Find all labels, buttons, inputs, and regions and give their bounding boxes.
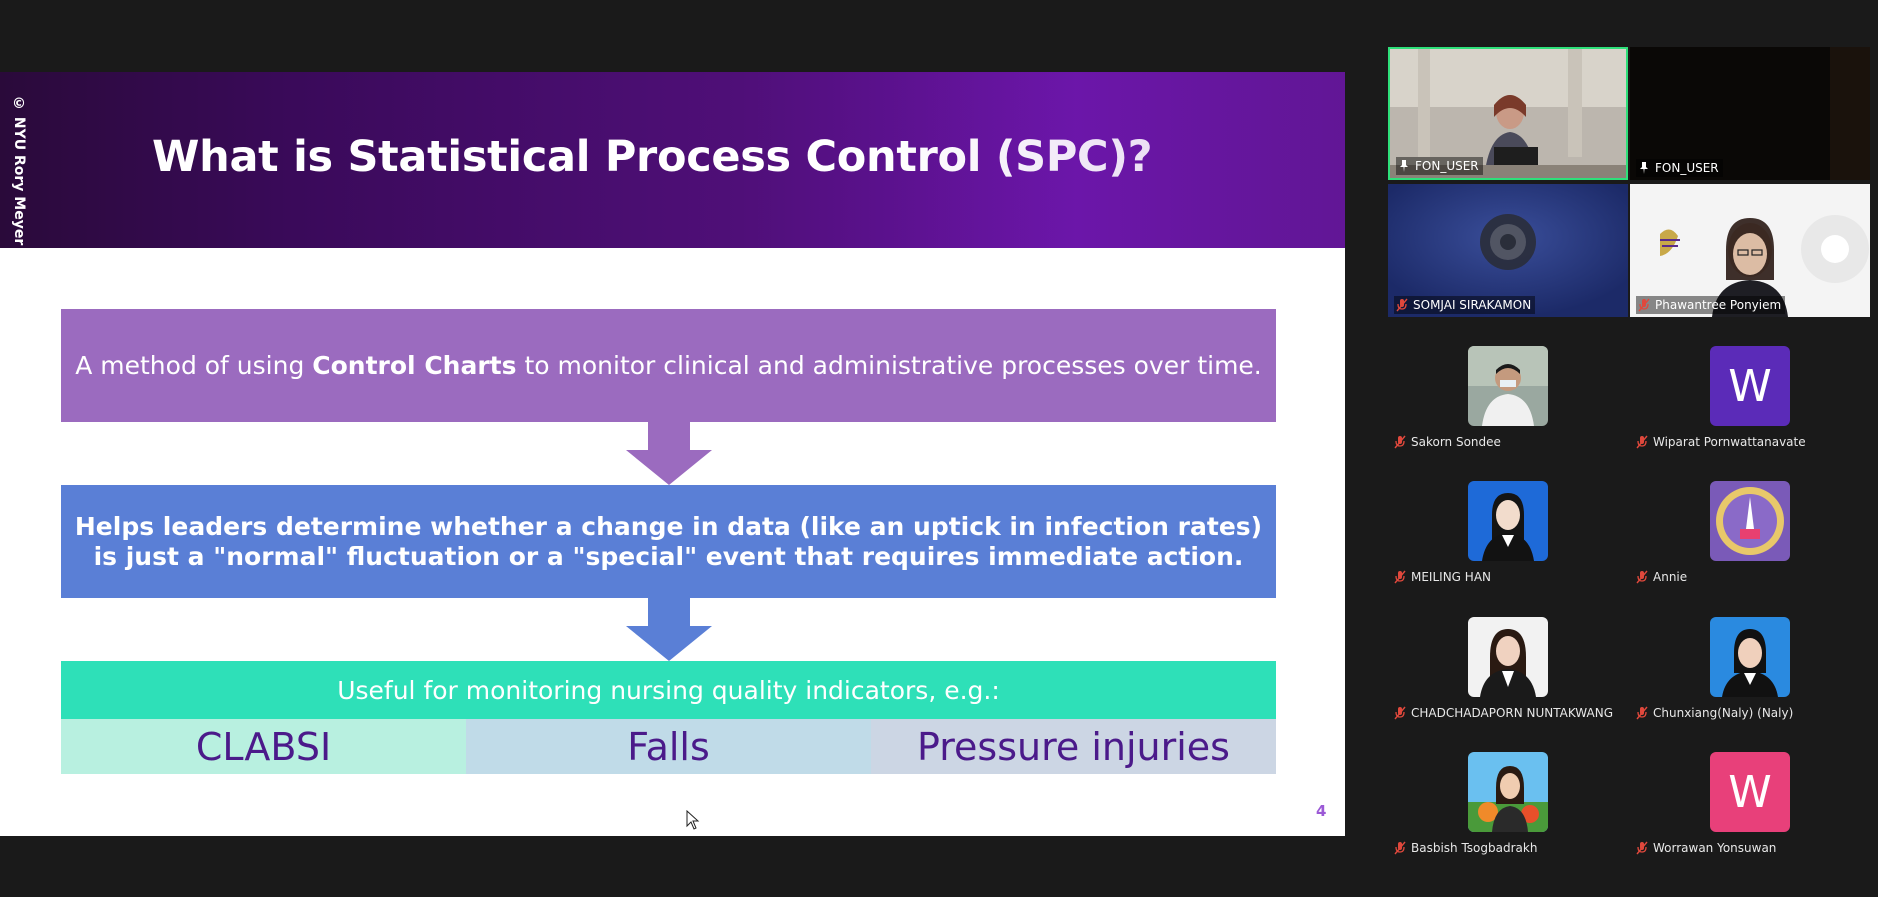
down-arrow-icon [626,598,712,661]
participant-name-tag: Phawantree Ponyiem [1636,296,1786,314]
indicator-falls: Falls [466,719,871,774]
participant-photo [1468,481,1548,561]
participant-name-tag: Wiparat Pornwattanavate [1636,433,1806,451]
participant-name-tag: Basbish Tsogbadrakh [1394,839,1537,857]
participant-name: CHADCHADAPORN NUNTAKWANG [1411,706,1613,720]
mic-muted-icon [1636,570,1648,584]
slide-header: © NYU Rory Meyers What is Statistical Pr… [0,72,1345,248]
participant-name: SOMJAI SIRAKAMON [1413,298,1532,312]
mic-muted-icon [1638,298,1650,312]
participant-name-tag: MEILING HAN [1394,568,1491,586]
indicator-clabsi: CLABSI [61,719,466,774]
participant-gallery: FON_USER FON_USER [1388,47,1872,867]
definition-prefix: A method of using [75,350,313,380]
video-tile[interactable]: Phawantree Ponyiem [1630,184,1870,317]
video-tile[interactable]: FON_USER [1388,47,1628,180]
video-feed [1630,184,1870,317]
mic-muted-icon [1636,435,1648,449]
participant-name: Annie [1653,570,1688,584]
video-feed [1388,184,1628,317]
purpose-box: Helps leaders determine whether a change… [61,485,1276,598]
participant-name-tag: Annie [1636,568,1687,586]
participant-name: Wiparat Pornwattanavate [1653,435,1806,449]
participant-name-tag: Worrawan Yonsuwan [1636,839,1776,857]
participant-name: Sakorn Sondee [1411,435,1501,449]
participant-tile[interactable]: Chunxiang(Naly) (Naly) [1630,617,1870,741]
slide-title: What is Statistical Process Control (SPC… [152,132,1153,182]
participant-name-tag: Sakorn Sondee [1394,433,1501,451]
slide-page-number: 4 [1316,802,1327,820]
indicator-pressure-injuries: Pressure injuries [871,719,1276,774]
pin-icon [1640,162,1648,174]
participant-photo [1710,481,1790,561]
participant-tile[interactable]: MEILING HAN [1388,481,1628,605]
participant-tile[interactable]: CHADCHADAPORN NUNTAKWANG [1388,617,1628,741]
mic-muted-icon [1396,298,1408,312]
definition-suffix: to monitor clinical and administrative p… [516,350,1262,380]
participant-name-tag: FON_USER [1396,157,1483,175]
participant-name: FON_USER [1655,161,1719,175]
video-tile[interactable]: SOMJAI SIRAKAMON [1388,184,1628,317]
definition-bold: Control Charts [312,350,517,380]
definition-box: A method of using Control Charts to moni… [61,309,1276,422]
mouse-pointer-icon [686,810,700,830]
participant-avatar: W [1710,752,1790,832]
participant-name-tag: CHADCHADAPORN NUNTAKWANG [1394,704,1613,722]
mic-muted-icon [1394,706,1406,720]
mic-muted-icon [1394,570,1406,584]
pin-icon [1400,160,1408,172]
slide-copyright: © NYU Rory Meyers [11,96,27,246]
participant-photo [1468,346,1548,426]
mic-muted-icon [1636,841,1648,855]
avatar-initial: W [1728,360,1772,412]
shared-slide: © NYU Rory Meyers What is Statistical Pr… [0,72,1345,836]
participant-name-tag: SOMJAI SIRAKAMON [1394,296,1536,314]
mic-muted-icon [1394,435,1406,449]
participant-name: Chunxiang(Naly) (Naly) [1653,706,1794,720]
participant-tile[interactable]: Sakorn Sondee [1388,346,1628,470]
participant-photo [1468,617,1548,697]
video-tile[interactable]: FON_USER [1630,47,1870,180]
participant-name-tag: Chunxiang(Naly) (Naly) [1636,704,1793,722]
participant-photo [1468,752,1548,832]
participant-name: Worrawan Yonsuwan [1653,841,1777,855]
participant-name: Phawantree Ponyiem [1655,298,1782,312]
participant-avatar: W [1710,346,1790,426]
participant-name: Basbish Tsogbadrakh [1411,841,1538,855]
mic-muted-icon [1394,841,1406,855]
down-arrow-icon [626,422,712,485]
definition-text: A method of using Control Charts to moni… [75,351,1262,381]
participant-tile[interactable]: Annie [1630,481,1870,605]
avatar-initial: W [1728,766,1772,818]
participant-name: MEILING HAN [1411,570,1491,584]
video-feed [1390,49,1626,178]
indicators-header: Useful for monitoring nursing quality in… [61,661,1276,719]
participant-photo [1710,617,1790,697]
participant-tile[interactable]: W Wiparat Pornwattanavate [1630,346,1870,470]
mic-muted-icon [1636,706,1648,720]
participant-tile[interactable]: W Worrawan Yonsuwan [1630,752,1870,876]
participant-name-tag: FON_USER [1636,159,1723,177]
participant-name: FON_USER [1415,159,1479,173]
video-feed [1630,47,1870,180]
participant-tile[interactable]: Basbish Tsogbadrakh [1388,752,1628,876]
